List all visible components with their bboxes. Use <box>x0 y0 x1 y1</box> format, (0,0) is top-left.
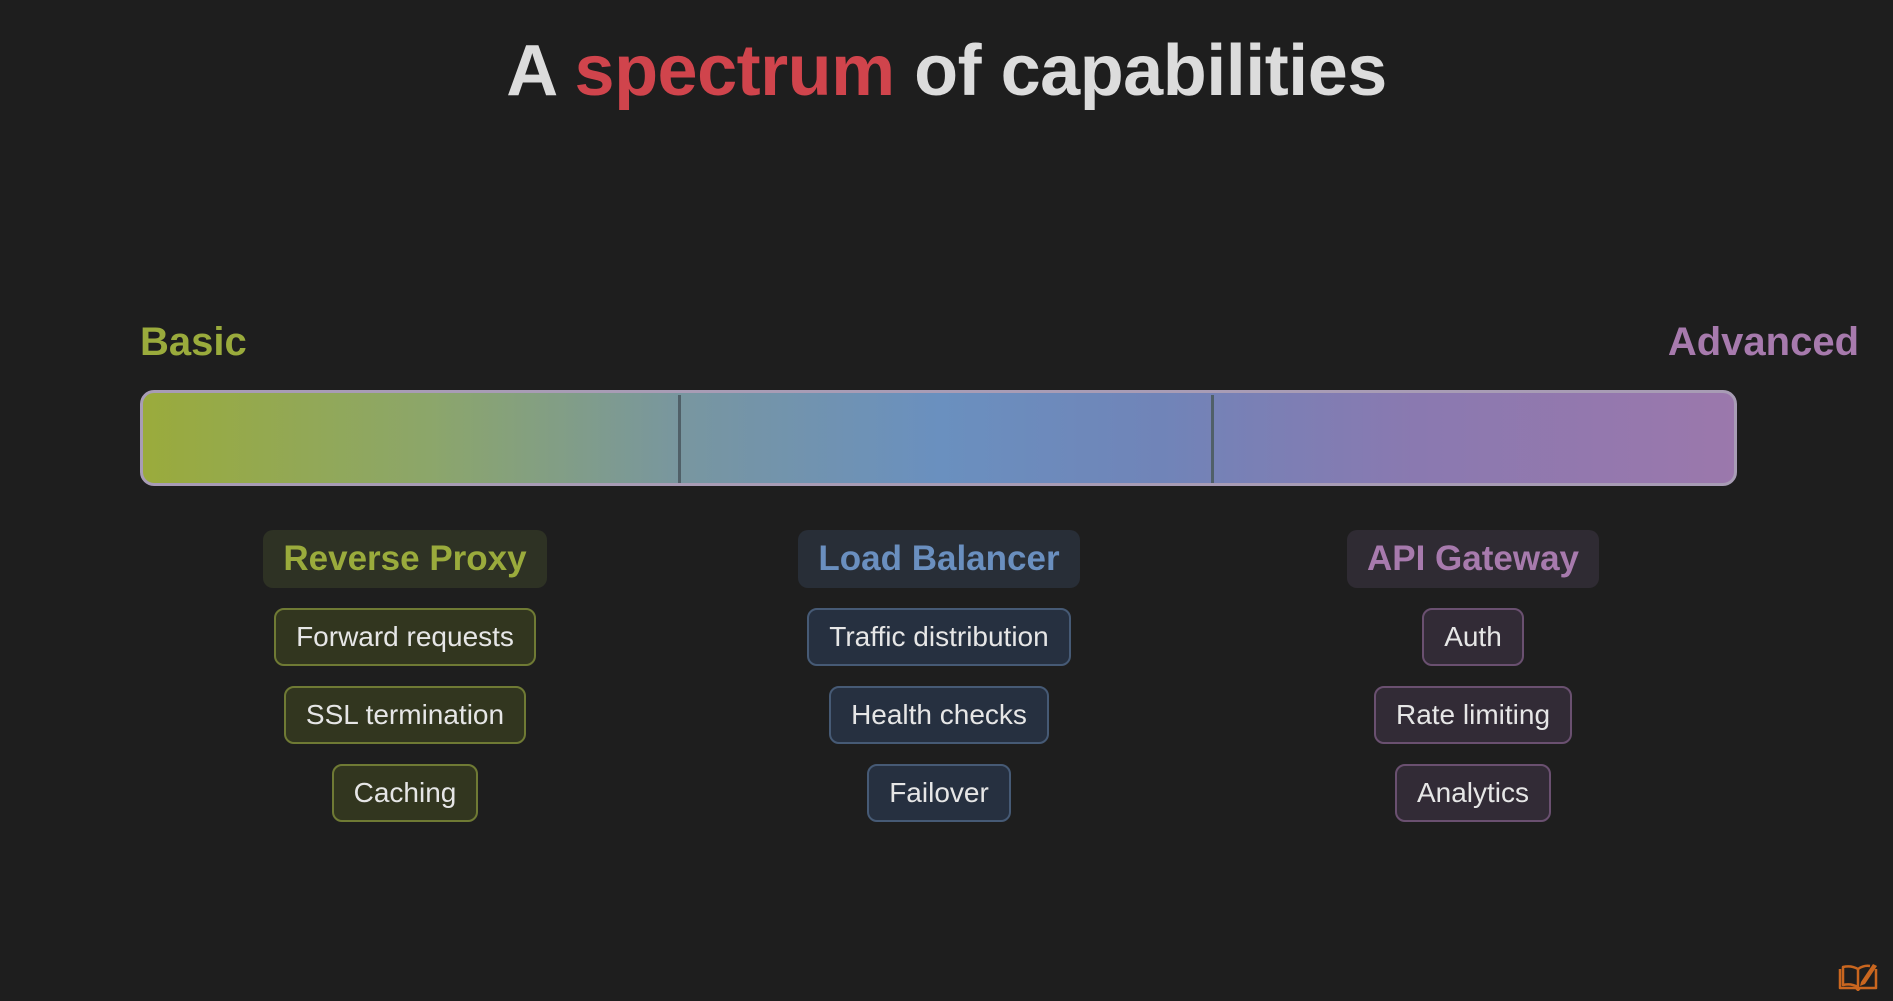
capability-chip: Forward requests <box>274 608 536 666</box>
spectrum-end-label: Advanced <box>1667 320 1859 364</box>
reverse-proxy-heading: Reverse Proxy <box>263 530 547 588</box>
capability-chip: SSL termination <box>283 686 527 744</box>
spectrum-start-label: Basic <box>140 320 247 364</box>
capability-chip: Auth <box>1422 608 1524 666</box>
title-part-2: of capabilities <box>894 31 1387 111</box>
book-pen-icon <box>1838 964 1878 991</box>
spectrum-divider <box>1211 395 1214 483</box>
capability-chip: Traffic distribution <box>807 608 1071 666</box>
title-accent-word: spectrum <box>574 31 896 111</box>
capability-chip: Failover <box>867 764 1011 822</box>
capability-chip: Rate limiting <box>1373 686 1573 744</box>
api-gateway-heading: API Gateway <box>1346 530 1600 588</box>
capability-chip: Analytics <box>1394 764 1552 822</box>
load-balancer-column: Load Balancer Traffic distribution Healt… <box>739 530 1139 822</box>
page-title: A spectrum of capabilities <box>0 30 1893 112</box>
spectrum-divider <box>678 395 681 483</box>
api-gateway-column: API Gateway Auth Rate limiting Analytics <box>1273 530 1673 822</box>
capability-chip: Caching <box>331 764 479 822</box>
capability-chip: Health checks <box>829 686 1049 744</box>
title-part-1: A <box>506 31 575 111</box>
load-balancer-heading: Load Balancer <box>798 530 1080 588</box>
spectrum-bar <box>140 390 1737 486</box>
reverse-proxy-column: Reverse Proxy Forward requests SSL termi… <box>205 530 605 822</box>
